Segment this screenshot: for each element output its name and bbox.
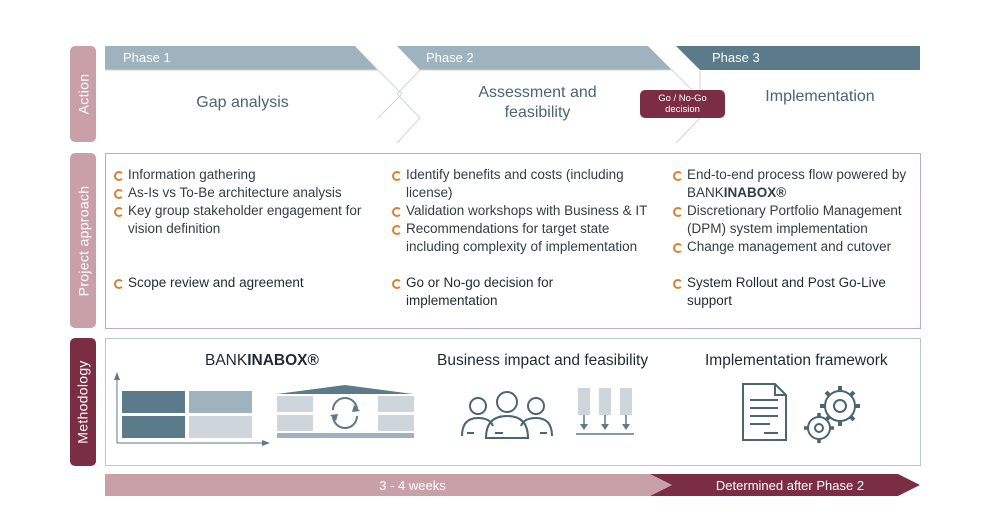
phase2-chevron-outline xyxy=(396,69,697,144)
phase2-action-line1: Assessment and xyxy=(478,84,597,101)
timeline-phase-a-bar xyxy=(105,474,672,496)
methodology-col2-title: Business impact and feasibility xyxy=(437,352,649,369)
list-item: Identify benefits and costs (including l… xyxy=(392,166,662,202)
phase2-action-line2: feasibility xyxy=(504,104,571,121)
architecture-grid-icon xyxy=(114,372,270,446)
timeline-phase-b-bar xyxy=(650,474,920,496)
approach-col3-list: End-to-end process flow powered by BANKI… xyxy=(673,166,913,256)
phase2-header-bar xyxy=(397,46,672,70)
list-item: End-to-end process flow powered by BANKI… xyxy=(673,166,913,202)
gears-icon xyxy=(804,386,860,443)
approach-col2-list: Identify benefits and costs (including l… xyxy=(392,166,662,256)
go-no-go-line2: decision xyxy=(665,104,700,115)
phase3-chevron-outline xyxy=(675,70,701,144)
approach-box xyxy=(105,153,921,329)
phase-chevrons xyxy=(105,46,920,144)
phase3-action: Implementation xyxy=(765,88,875,105)
phase1-header-bar xyxy=(105,46,378,70)
document-icon xyxy=(742,383,787,441)
row-tab-approach: Project approach xyxy=(70,153,96,328)
brand-prefix: BANK xyxy=(205,352,248,369)
list-item: Information gathering xyxy=(114,166,374,184)
list-item: Discretionary Portfolio Management (DPM)… xyxy=(673,202,913,238)
timeline-phase-a-label: 3 - 4 weeks xyxy=(379,478,446,493)
list-item: Validation workshops with Business & IT xyxy=(392,202,662,220)
go-no-go-badge: Go / No-Go decision xyxy=(640,90,725,118)
phase2-label: Phase 2 xyxy=(426,50,474,65)
phase1-chevron-outline xyxy=(105,69,403,119)
list-item: As-Is vs To-Be architecture analysis xyxy=(114,184,374,202)
approach-col2-outcome: Go or No-go decision for implementation xyxy=(392,274,566,310)
col3-item1-brand: INABOX® xyxy=(723,185,787,200)
list-item: Key group stakeholder engagement for vis… xyxy=(114,202,374,238)
integration-box-icon xyxy=(277,385,414,438)
stakeholders-icon xyxy=(461,391,553,439)
methodology-col1-title: BANKINABOX® xyxy=(205,352,319,370)
approach-col1-list: Information gathering As-Is vs To-Be arc… xyxy=(114,166,374,238)
timeline-phase-b-label: Determined after Phase 2 xyxy=(715,478,865,493)
col3-item1-prefix: End-to-end process flow powered by BANK xyxy=(687,167,907,200)
row-tab-action: Action xyxy=(70,46,96,142)
phase3-header-bar xyxy=(676,46,920,70)
brand-suffix: INABOX® xyxy=(247,352,319,369)
go-no-go-line1: Go / No-Go xyxy=(658,93,707,104)
approach-col3-outcome: System Rollout and Post Go-Live support xyxy=(673,274,927,310)
methodology-col3-title: Implementation framework xyxy=(705,352,888,369)
phase3-label: Phase 3 xyxy=(712,50,760,65)
feasibility-arrows-icon xyxy=(576,388,634,435)
phase1-action: Gap analysis xyxy=(196,94,289,111)
list-item: Recommendations for target state includi… xyxy=(392,220,662,256)
row-tab-methodology: Methodology xyxy=(70,338,96,466)
approach-col1-outcome: Scope review and agreement xyxy=(114,274,388,292)
phase1-label: Phase 1 xyxy=(123,50,171,65)
list-item: Change management and cutover xyxy=(673,238,913,256)
